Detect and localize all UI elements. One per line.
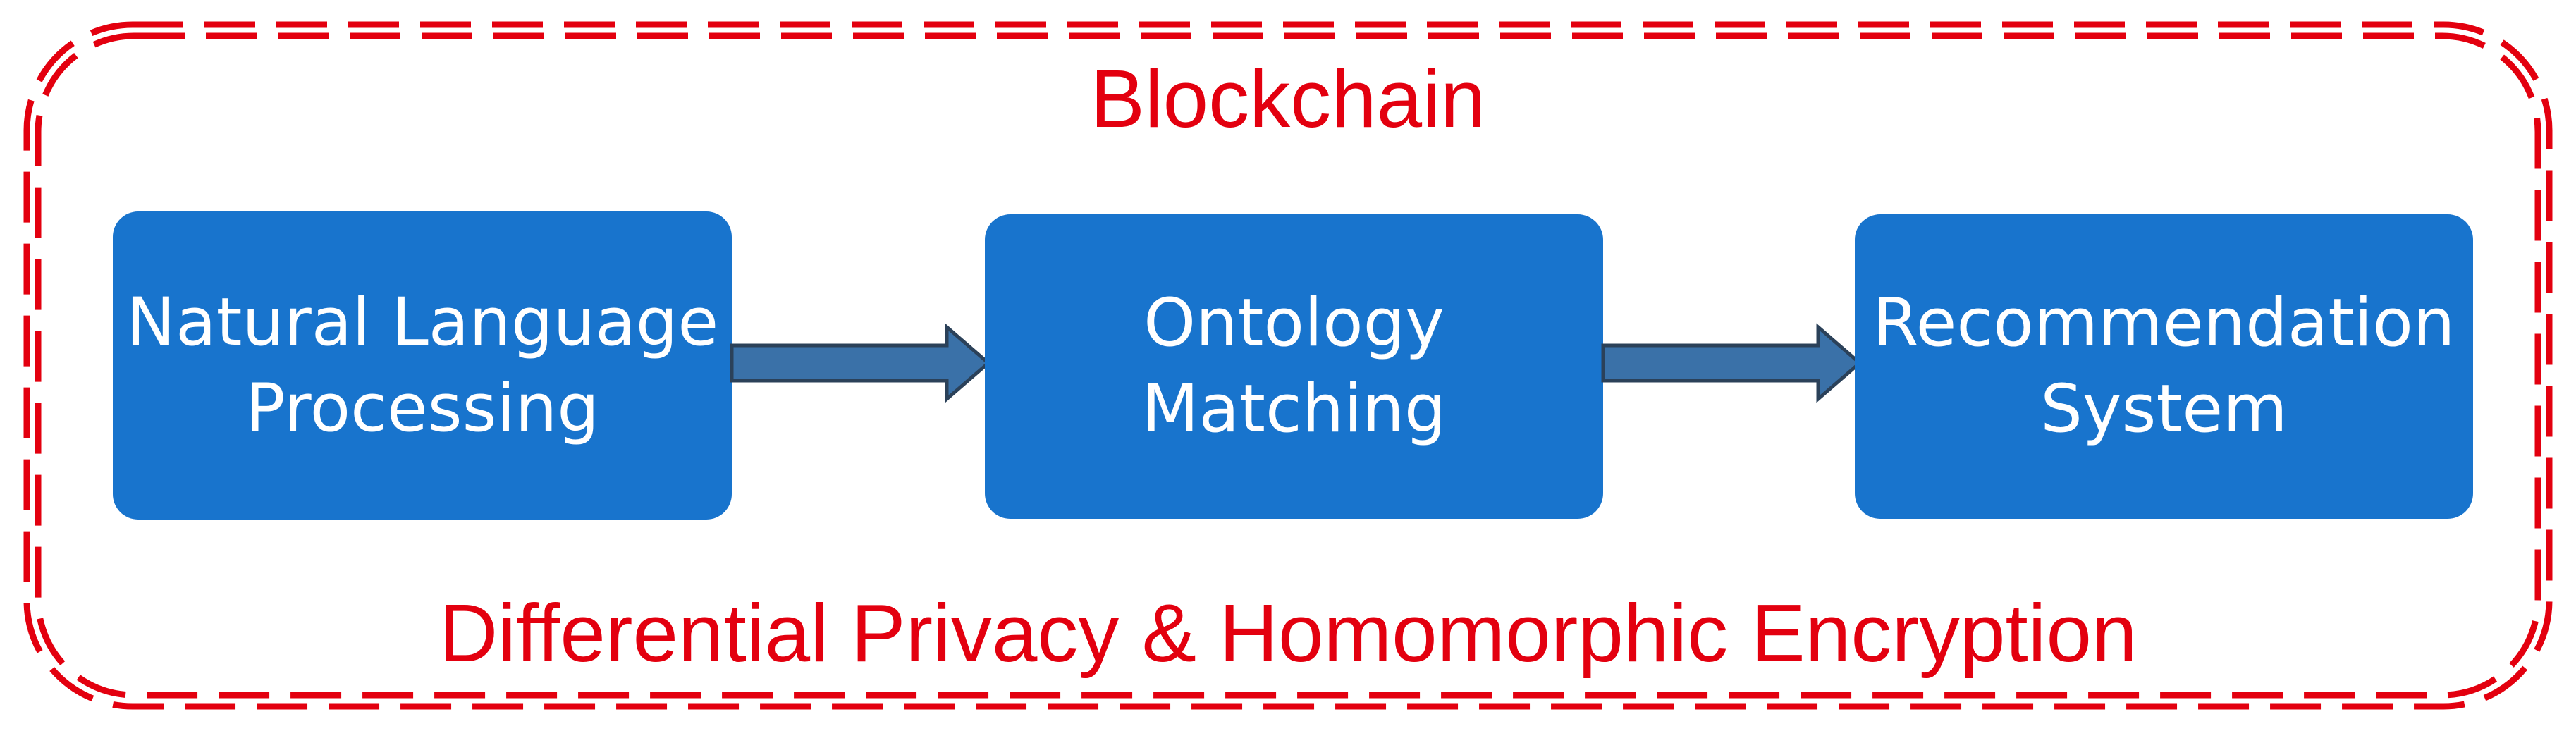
ontology-box-line-2: Matching xyxy=(1141,371,1447,448)
recommendation-box-line-2: System xyxy=(2040,371,2288,448)
ontology-box: Ontology Matching xyxy=(985,214,1603,519)
frame-inner-border xyxy=(35,32,2541,699)
nlp-box-line-2: Processing xyxy=(245,369,599,447)
nlp-box-line-1: Natural Language xyxy=(125,283,719,361)
recommendation-box: Recommendation System xyxy=(1855,214,2473,519)
ontology-box-line-1: Ontology xyxy=(1143,285,1445,362)
frame-outer-border xyxy=(23,21,2553,710)
arrow-ontology-to-recommendation xyxy=(1601,323,1863,403)
arrow-nlp-to-ontology xyxy=(730,323,991,403)
arrow-nlp-to-ontology-shape xyxy=(730,323,991,403)
privacy-encryption-label: Differential Privacy & Homomorphic Encry… xyxy=(438,587,2138,679)
blockchain-label: Blockchain xyxy=(1090,53,1486,145)
nlp-box: Natural Language Processing xyxy=(113,211,732,520)
recommendation-box-line-1: Recommendation xyxy=(1872,285,2455,362)
arrow-ontology-to-recommendation-shape xyxy=(1601,323,1863,403)
